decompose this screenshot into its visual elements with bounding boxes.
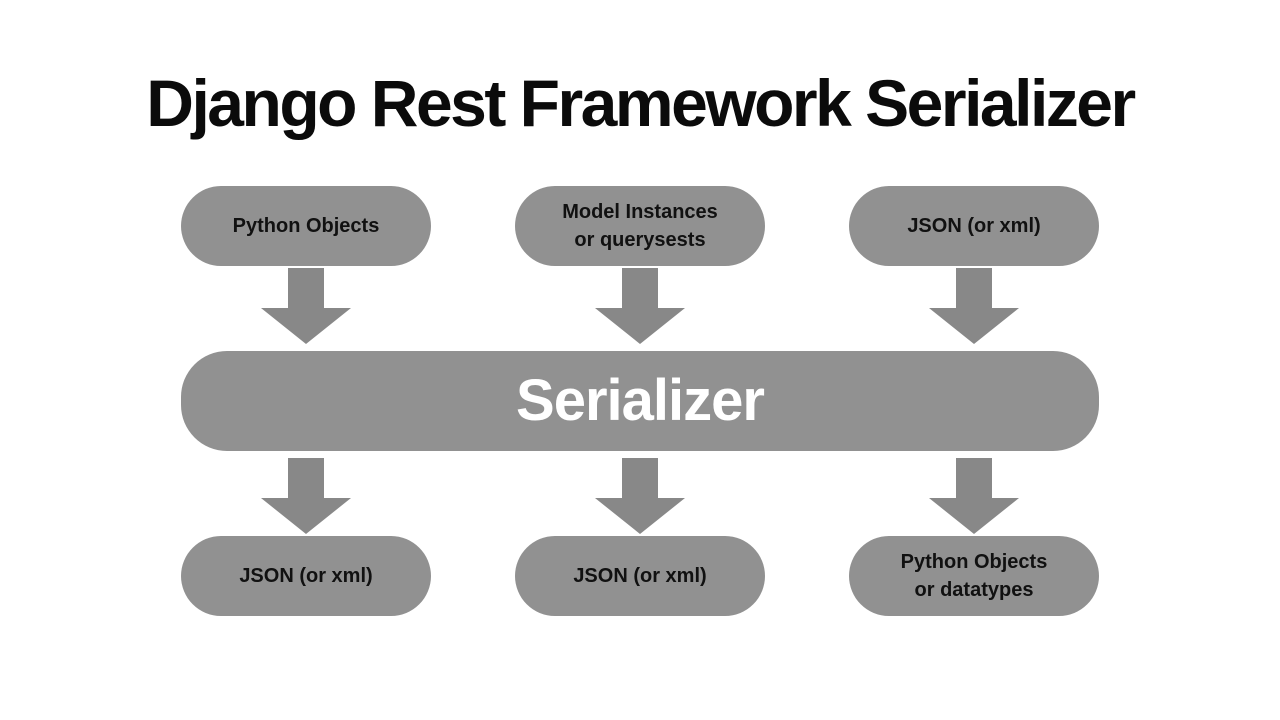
serializer-box: Serializer <box>181 351 1099 451</box>
arrows-out-of-serializer <box>181 457 1099 535</box>
down-arrow-icon <box>929 268 1019 344</box>
output-box-label: JSON (or xml) <box>573 565 707 587</box>
output-box-label: JSON (or xml) <box>239 565 373 587</box>
down-arrow-icon <box>261 458 351 534</box>
arrow-cell <box>515 458 765 534</box>
arrow-cell <box>181 458 431 534</box>
down-arrow-icon <box>595 268 685 344</box>
down-arrow-icon <box>929 458 1019 534</box>
output-boxes-row: JSON (or xml) JSON (or xml) Python Objec… <box>181 536 1099 616</box>
input-box-label: Python Objects <box>232 215 380 237</box>
arrows-into-serializer <box>181 267 1099 345</box>
output-box-label: Python Objects or datatypes <box>900 551 1048 601</box>
output-box-json-1: JSON (or xml) <box>181 536 431 616</box>
arrow-cell <box>849 458 1099 534</box>
input-box-model-instances: Model Instances or querysests <box>515 186 765 266</box>
input-box-json: JSON (or xml) <box>849 186 1099 266</box>
input-box-label: Model Instances or querysests <box>562 201 718 251</box>
arrow-cell <box>515 268 765 344</box>
input-boxes-row: Python Objects Model Instances or querys… <box>181 186 1099 266</box>
output-box-python-objects: Python Objects or datatypes <box>849 536 1099 616</box>
arrow-cell <box>181 268 431 344</box>
output-box-json-2: JSON (or xml) <box>515 536 765 616</box>
page-title: Django Rest Framework Serializer <box>146 66 1136 140</box>
down-arrow-icon <box>595 458 685 534</box>
arrow-cell <box>849 268 1099 344</box>
down-arrow-icon <box>261 268 351 344</box>
input-box-label: JSON (or xml) <box>907 215 1041 237</box>
flow-diagram: Python Objects Model Instances or querys… <box>181 186 1099 616</box>
serializer-label: Serializer <box>516 368 765 433</box>
input-box-python-objects: Python Objects <box>181 186 431 266</box>
